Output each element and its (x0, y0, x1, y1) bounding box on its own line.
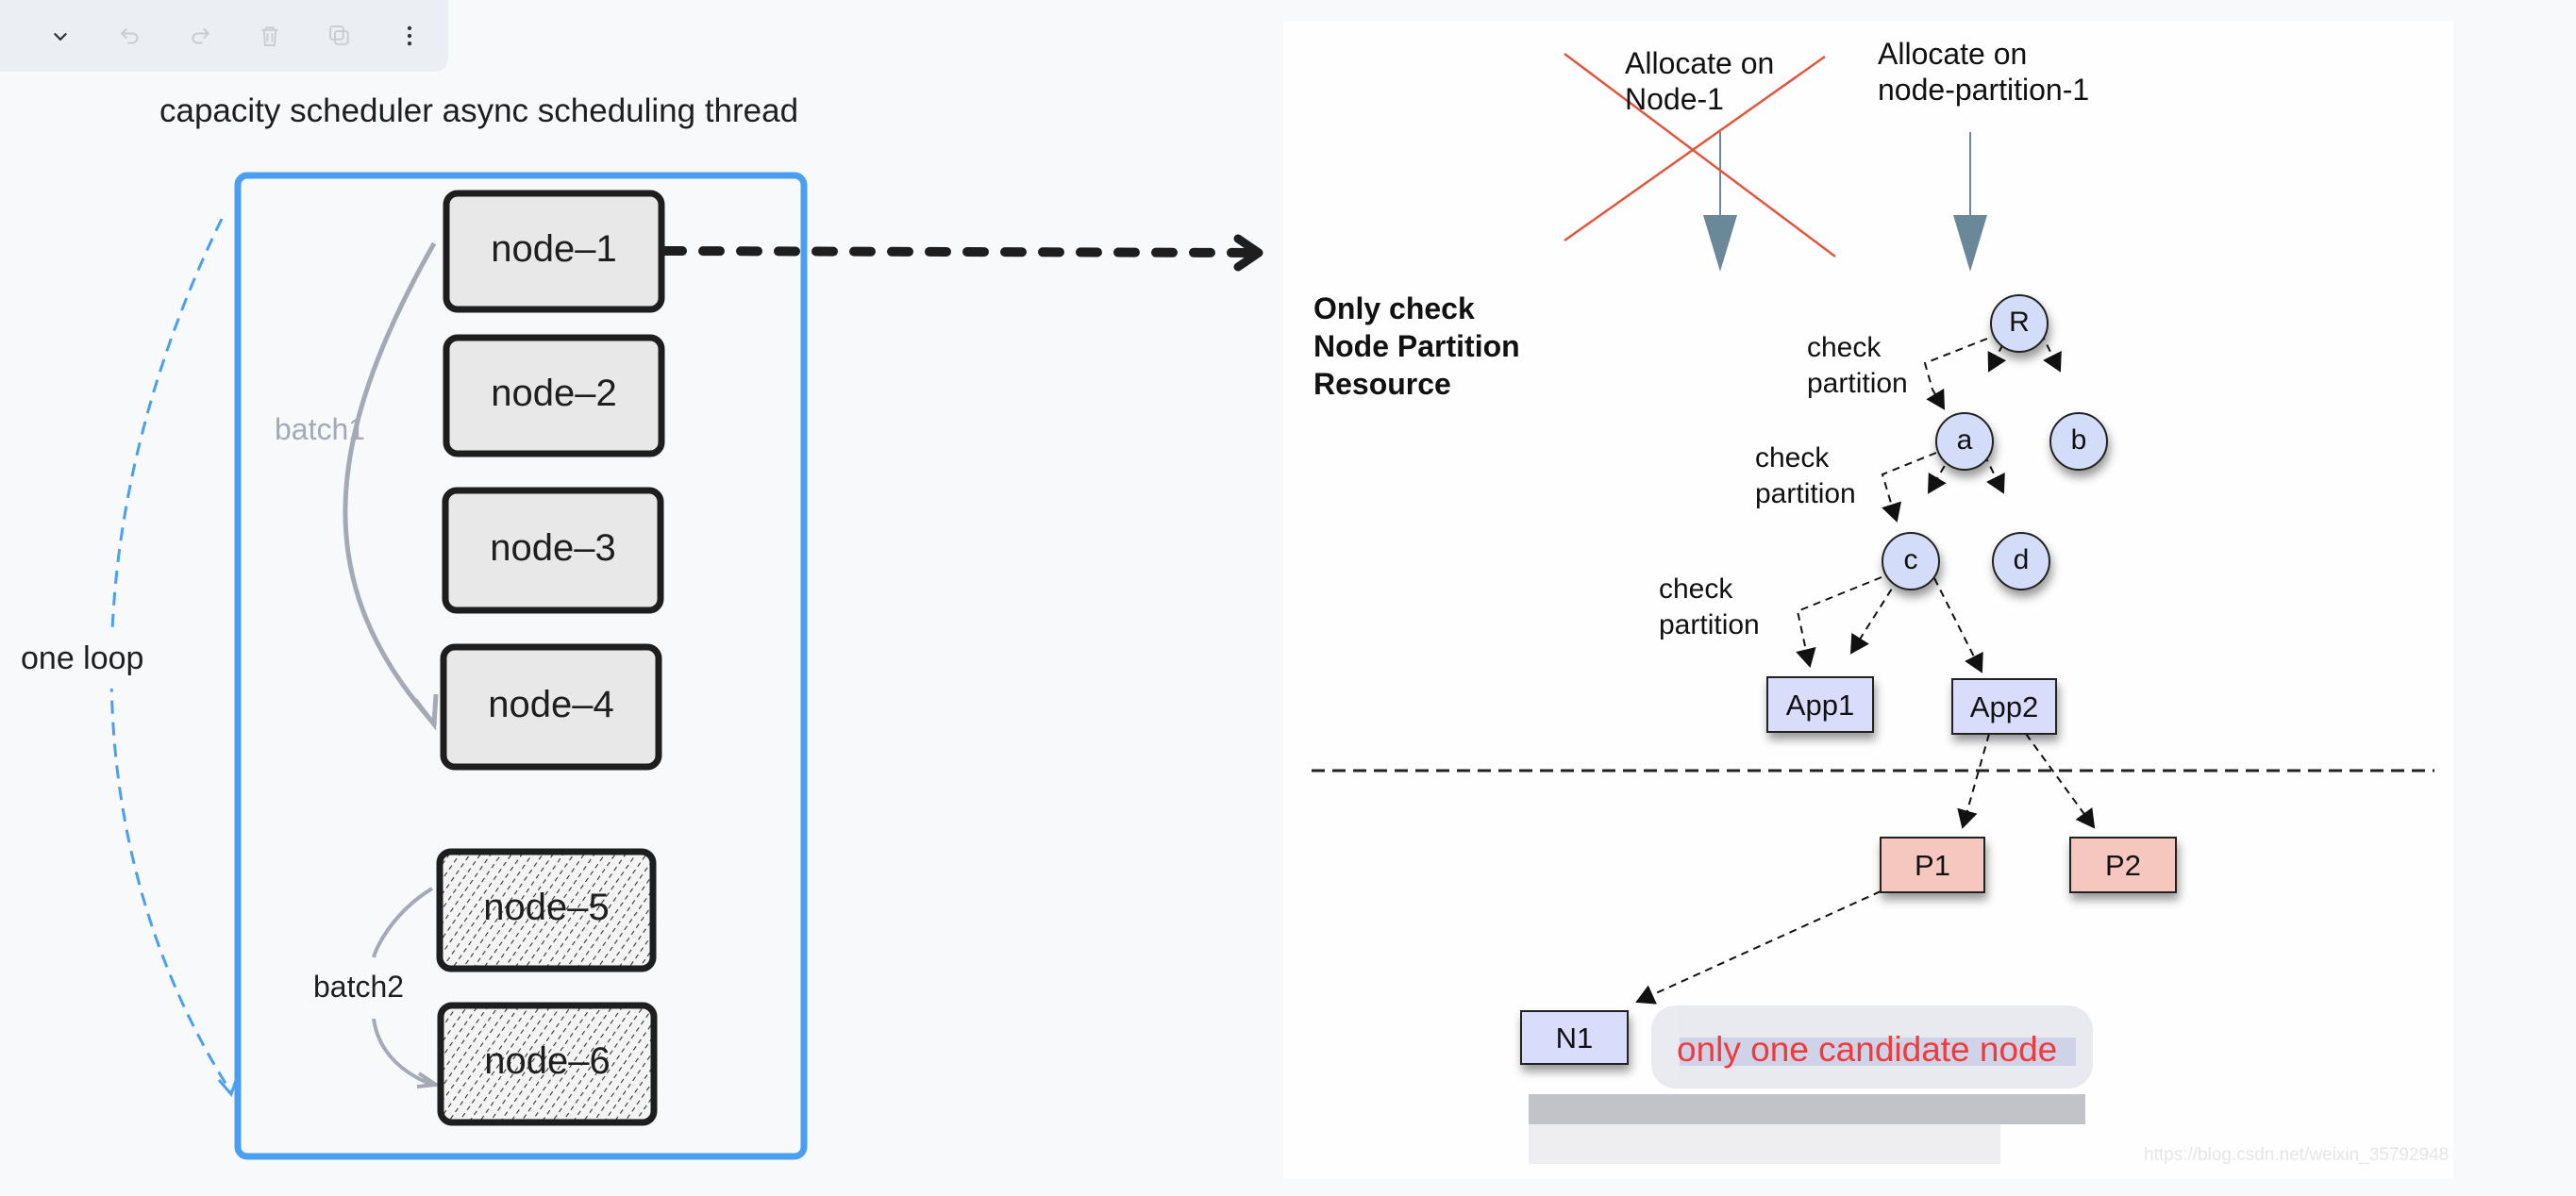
allocate-partition-label: Allocate on node-partition-1 (1878, 36, 2089, 108)
allocate-node-line-2: Node-1 (1625, 82, 1724, 116)
blurred-region (1529, 1005, 2093, 1164)
batch2-label[interactable]: batch2 (313, 970, 405, 1004)
chevron-down-icon (53, 32, 68, 42)
node-label-1: node–1 (491, 228, 617, 270)
check-partition-label-2: check partition (1755, 440, 1856, 512)
check-word: check (1807, 332, 1882, 363)
check-word: check (1755, 442, 1830, 473)
n1-box (1520, 1010, 1629, 1065)
one-loop-label-bg (14, 632, 165, 689)
watermark: https://blog.csdn.net/weixin_35792948 (2144, 1145, 2450, 1165)
toolbar (0, 0, 448, 72)
only-check-note: Only check Node Partition Resource (1313, 290, 1520, 403)
copy-icon (329, 25, 349, 45)
diagram-title[interactable]: capacity scheduler async scheduling thre… (159, 92, 799, 129)
partition-word: partition (1755, 478, 1856, 509)
p1-label: P1 (1915, 849, 1950, 882)
edge-r-b (2040, 332, 2062, 373)
edge-app2-p2 (2025, 733, 2096, 829)
n1-label: N1 (1555, 1022, 1594, 1055)
collapse-button[interactable] (42, 17, 79, 55)
batch1-arrow[interactable] (343, 241, 437, 723)
more-vertical-icon (407, 25, 412, 46)
one-loop-label[interactable]: one loop (21, 640, 144, 676)
allocate-partition-arrowhead (1953, 215, 1987, 272)
embedded-image[interactable] (1283, 21, 2453, 1179)
node-box-4[interactable] (440, 643, 662, 771)
check-edge-a-c (1881, 452, 1937, 523)
redo-button[interactable] (181, 17, 219, 55)
allocate-node-line-1: Allocate on (1625, 46, 1775, 80)
note-line-3: Resource (1313, 367, 1451, 401)
node-label-4: node–4 (488, 684, 614, 725)
delete-button[interactable] (251, 17, 289, 55)
node-label-3: node–3 (490, 527, 616, 569)
node1-arrowhead (1233, 234, 1263, 272)
duplicate-button[interactable] (321, 17, 359, 55)
node-box-2[interactable] (443, 334, 665, 457)
note-line-1: Only check (1313, 291, 1475, 325)
tree-label-d: d (2013, 544, 2030, 575)
partition-word: partition (1807, 368, 1908, 399)
cross-line-2 (1564, 55, 1826, 242)
check-partition-label-3: check partition (1659, 572, 1760, 643)
edge-c-app2 (1933, 577, 1983, 673)
check-word: check (1659, 573, 1733, 605)
tree-node-a (1935, 412, 1994, 471)
tree-node-r (1990, 294, 2049, 353)
batch2-arrowhead (416, 1071, 442, 1088)
node-box-3[interactable] (442, 487, 664, 614)
tree-label-r: R (2009, 307, 2030, 338)
edge-c-app1 (1849, 577, 1899, 655)
p2-label: P2 (2105, 849, 2141, 882)
check-edge-c-app1 (1796, 576, 1882, 668)
tree-node-d (1992, 532, 2050, 590)
check-edge-r-a (1923, 338, 1988, 410)
batch2-arrow-top[interactable] (372, 887, 434, 958)
app2-label: App2 (1969, 690, 2039, 723)
note-line-2: Node Partition (1313, 329, 1520, 363)
scheduling-thread-container[interactable] (234, 172, 808, 1160)
partition-word: partition (1659, 609, 1760, 640)
undo-button[interactable] (111, 17, 149, 55)
cross-line-1 (1564, 52, 1836, 258)
app1-label: App1 (1785, 689, 1855, 722)
p2-box (2069, 837, 2177, 893)
tree-label-a: a (1956, 424, 1973, 456)
check-partition-label-1: check partition (1807, 330, 1908, 402)
node-label-5: node–5 (483, 887, 610, 928)
allocate-partition-line-1: Allocate on (1878, 37, 2028, 71)
trash-icon (261, 26, 278, 46)
app1-box (1766, 676, 1874, 733)
allocate-node-arrowhead (1703, 215, 1737, 272)
one-loop-arrowhead (217, 1074, 240, 1097)
node-label-6: node–6 (484, 1040, 611, 1082)
node-label-2: node–2 (491, 373, 617, 414)
tree-node-c (1882, 532, 1940, 590)
app2-box (1951, 678, 2057, 735)
more-options-button[interactable] (391, 17, 428, 55)
undo-icon (120, 27, 139, 44)
tree-label-b: b (2070, 424, 2087, 456)
batch1-arrowhead (413, 693, 439, 731)
allocate-partition-line-2: node-partition-1 (1878, 73, 2090, 107)
edge-a-d (1983, 454, 2005, 494)
redo-icon (192, 27, 210, 44)
node1-to-partition-arrow[interactable] (661, 246, 1258, 257)
batch1-label[interactable]: batch1 (275, 412, 366, 446)
node-box-6[interactable] (437, 1002, 658, 1126)
edge-app2-p1 (1957, 733, 1990, 829)
p1-box (1880, 837, 1985, 893)
allocate-node-label: Allocate on Node-1 (1625, 45, 1774, 117)
node-box-5[interactable] (436, 848, 657, 972)
edge-p1-n1 (1635, 890, 1882, 1005)
tree-label-c: c (1903, 544, 1918, 575)
batch2-arrow-bottom[interactable] (372, 1018, 433, 1087)
candidate-note[interactable]: only one candidate node (1677, 1030, 2058, 1069)
tree-node-b (2049, 412, 2108, 471)
